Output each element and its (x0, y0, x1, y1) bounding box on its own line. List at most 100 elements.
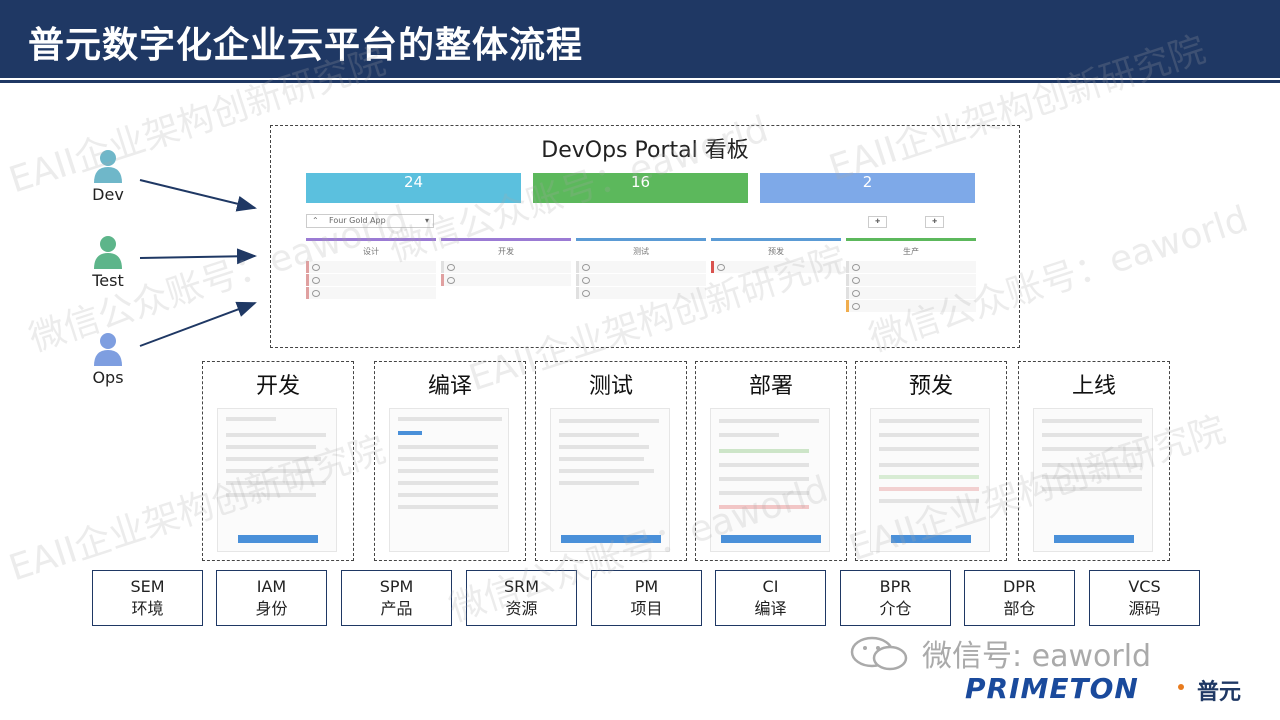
chevron-up-icon: ⌃ (312, 216, 319, 225)
stage-card[interactable] (576, 274, 706, 286)
app-select-value: Four Gold App (329, 216, 386, 225)
stage-card[interactable] (711, 261, 841, 273)
phase-build: 编译 (374, 361, 526, 561)
phase-test: 测试 (535, 361, 687, 561)
portal-action-button[interactable]: ✚ (868, 216, 888, 228)
module-code: PM (634, 577, 659, 596)
app-select[interactable]: ⌃ Four Gold App ▾ (306, 214, 434, 228)
module-name: 资源 (505, 599, 538, 618)
module-code: SEM (130, 577, 165, 596)
arrow-dev (139, 179, 257, 212)
chevron-down-icon: ▾ (424, 216, 429, 225)
module-name: 部仓 (1003, 599, 1036, 618)
phase-screenshot (217, 408, 337, 552)
stage-column: 测试 (576, 238, 706, 338)
stage-label: 设计 (363, 247, 379, 256)
module-name: 身份 (255, 599, 288, 618)
user-icon (94, 236, 122, 269)
header-divider (0, 80, 1280, 83)
module-srm: SRM 资源 (466, 570, 577, 626)
arrow-test (139, 248, 257, 265)
primeton-logo: PRIMETON (965, 672, 1139, 705)
devops-portal-panel: DevOps Portal 看板 (270, 125, 1020, 348)
role-dev: Dev (78, 147, 138, 204)
arrow-ops (139, 301, 257, 347)
phase-prerelease: 预发 (855, 361, 1007, 561)
phase-screenshot (550, 408, 670, 552)
module-code: SRM (503, 577, 540, 596)
stage-card[interactable] (441, 274, 571, 286)
module-code: SPM (379, 577, 414, 596)
stage-label: 测试 (633, 247, 649, 256)
phase-title: 预发 (908, 374, 953, 399)
stage-card[interactable] (441, 261, 571, 273)
stage-column: 开发 (441, 238, 571, 338)
kpi-value: 24 (403, 173, 424, 191)
user-icon (94, 150, 122, 183)
stage-card[interactable] (306, 274, 436, 286)
module-name: 源码 (1128, 599, 1161, 618)
module-sem: SEM 环境 (92, 570, 203, 626)
kpi-tile[interactable]: 16 (533, 173, 748, 203)
phase-deploy: 部署 (695, 361, 847, 561)
role-label: Ops (92, 368, 124, 387)
module-iam: IAM 身份 (216, 570, 327, 626)
module-code: DPR (1002, 577, 1037, 596)
role-test: Test (78, 233, 138, 290)
module-pm: PM 项目 (591, 570, 702, 626)
stage-card[interactable] (846, 300, 976, 312)
stage-label: 开发 (498, 247, 514, 256)
module-bpr: BPR 介仓 (840, 570, 951, 626)
primeton-logo-cn: 普元 (1197, 680, 1242, 705)
phase-screenshot (1033, 408, 1153, 552)
user-icon (94, 333, 122, 366)
module-code: VCS (1128, 577, 1161, 596)
module-vcs: VCS 源码 (1089, 570, 1200, 626)
kpi-value: 2 (862, 173, 873, 191)
stage-card[interactable] (306, 261, 436, 273)
module-name: 项目 (630, 599, 663, 618)
kpi-tile[interactable]: 24 (306, 173, 521, 203)
role-label: Dev (92, 185, 124, 204)
phase-golive: 上线 (1018, 361, 1170, 561)
stage-card[interactable] (576, 261, 706, 273)
phase-title: 上线 (1071, 374, 1116, 399)
page-title: 普元数字化企业云平台的整体流程 (28, 25, 584, 66)
wechat-account: 微信号: eaworld (922, 639, 1152, 674)
phase-screenshot (389, 408, 509, 552)
stage-card[interactable] (576, 287, 706, 299)
module-name: 编译 (754, 599, 787, 618)
phase-screenshot (710, 408, 830, 552)
module-ci: CI 编译 (715, 570, 826, 626)
stage-card[interactable] (846, 274, 976, 286)
module-name: 介仓 (879, 599, 912, 618)
phase-title: 编译 (427, 374, 472, 399)
stage-card[interactable] (306, 287, 436, 299)
module-name: 环境 (131, 599, 164, 618)
phase-title: 开发 (255, 374, 300, 399)
module-name: 产品 (380, 599, 413, 618)
portal-title: DevOps Portal 看板 (541, 138, 749, 163)
phase-title: 部署 (748, 374, 793, 399)
module-spm: SPM 产品 (341, 570, 452, 626)
stage-label: 预发 (768, 247, 784, 256)
logo-dot (1178, 684, 1184, 690)
module-code: CI (762, 577, 779, 596)
kpi-value: 16 (630, 173, 651, 191)
stage-card[interactable] (846, 287, 976, 299)
stage-card[interactable] (846, 261, 976, 273)
kpi-tile[interactable]: 2 (760, 173, 975, 203)
phase-develop: 开发 (202, 361, 354, 561)
title-bar: 普元数字化企业云平台的整体流程 (0, 0, 1280, 78)
role-ops: Ops (78, 330, 138, 387)
module-code: IAM (256, 577, 287, 596)
role-label: Test (92, 271, 124, 290)
stage-column: 预发 (711, 238, 841, 338)
wechat-icon (850, 636, 908, 671)
stage-label: 生产 (903, 247, 919, 256)
phase-screenshot (870, 408, 990, 552)
phase-title: 测试 (588, 374, 633, 399)
stage-column: 生产 (846, 238, 976, 338)
portal-action-button[interactable]: ✚ (925, 216, 945, 228)
